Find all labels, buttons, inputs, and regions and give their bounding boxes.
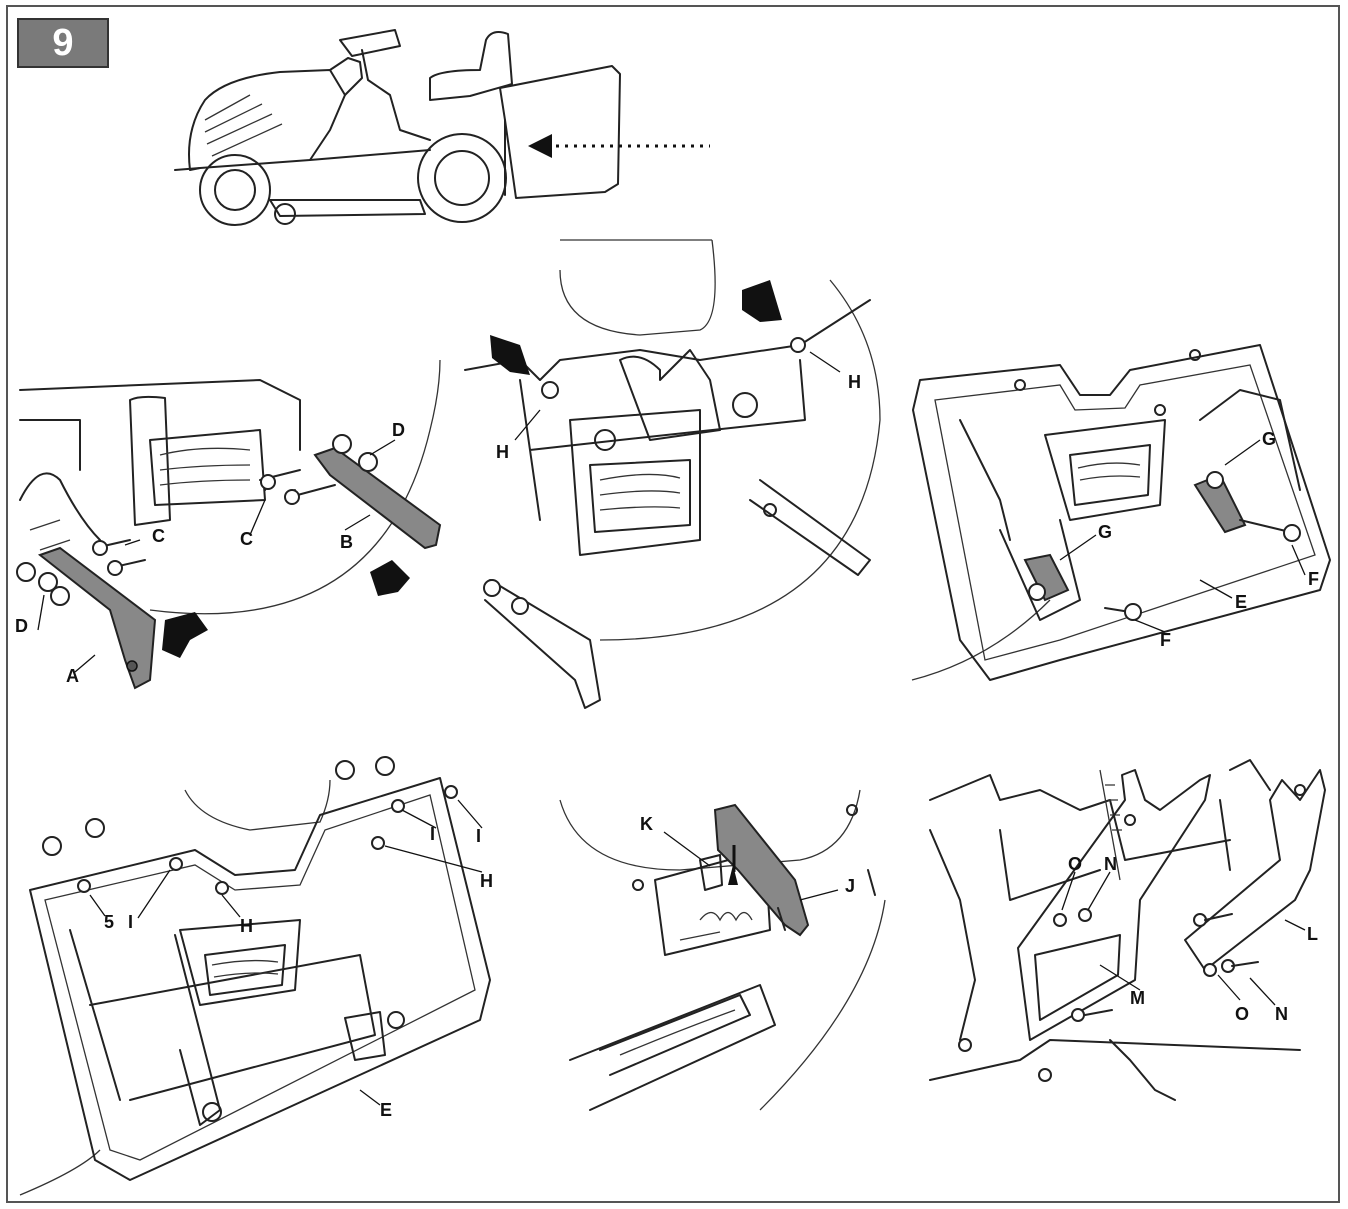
page-border [6, 5, 1340, 1203]
latch-panel: K J [559, 789, 886, 1111]
label-H: H [480, 871, 493, 891]
label-M: M [1130, 988, 1145, 1008]
plate-back-panel: I I H 5 I H E [19, 756, 493, 1196]
hitch-panel: H H [464, 239, 881, 709]
brackets-panel: D C C B D A [15, 359, 442, 690]
label-F: F [1160, 630, 1171, 650]
label-D: D [15, 616, 28, 636]
step-number-badge: 9 [17, 18, 109, 68]
label-C: C [240, 529, 253, 549]
label-L: L [1307, 924, 1318, 944]
frame-panel: O N L M O N [929, 759, 1326, 1101]
label-A: A [66, 666, 79, 686]
label-H: H [496, 442, 509, 462]
label-C: C [152, 526, 165, 546]
label-E: E [1235, 592, 1247, 612]
tractor-illustration [174, 29, 710, 226]
plate-front-panel: G G F F E [911, 344, 1331, 681]
label-5: 5 [104, 912, 114, 932]
label-B: B [340, 532, 353, 552]
label-D: D [392, 420, 405, 440]
label-G: G [1262, 429, 1276, 449]
label-F: F [1308, 569, 1319, 589]
label-I: I [430, 824, 435, 844]
label-O: O [1235, 1004, 1249, 1024]
label-G: G [1098, 522, 1112, 542]
label-H: H [848, 372, 861, 392]
label-H: H [240, 916, 253, 936]
label-I: I [476, 826, 481, 846]
label-N: N [1104, 854, 1117, 874]
label-K: K [640, 814, 653, 834]
label-I: I [128, 912, 133, 932]
label-O: O [1068, 854, 1082, 874]
label-J: J [845, 876, 855, 896]
label-E: E [380, 1100, 392, 1120]
label-N: N [1275, 1004, 1288, 1024]
